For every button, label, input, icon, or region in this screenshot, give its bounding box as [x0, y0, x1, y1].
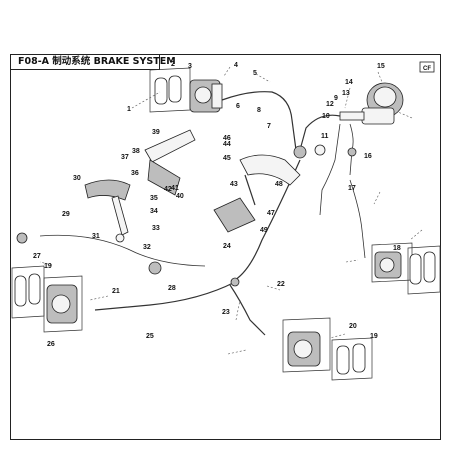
parking-pedal — [84, 179, 131, 236]
front-right-caliper — [371, 242, 413, 283]
leader-lines — [39, 66, 423, 355]
callout-14: 14 — [345, 79, 353, 86]
callout-41: 41 — [171, 185, 179, 192]
callout-17: 17 — [348, 185, 356, 192]
callout-20: 20 — [349, 323, 357, 330]
callout-2: 2 — [171, 61, 175, 68]
rear-right-pad-set — [331, 337, 373, 381]
master-cylinder — [339, 82, 404, 125]
diagram-title: F08-A 制动系统 BRAKE SYSTEM — [10, 54, 176, 70]
callout-24: 24 — [223, 243, 231, 250]
callout-4: 4 — [234, 62, 238, 69]
callout-42: 42 — [164, 186, 172, 193]
callout-1: 1 — [127, 106, 131, 113]
callout-36: 36 — [131, 170, 139, 177]
callout-43: 43 — [230, 181, 238, 188]
callout-18: 18 — [393, 245, 401, 252]
callout-9: 9 — [334, 95, 338, 102]
brake-lines — [39, 91, 366, 336]
callout-46: 46 — [223, 135, 231, 142]
callout-6: 6 — [236, 103, 240, 110]
diagram-frame — [10, 54, 441, 440]
foot-brake-pedal — [213, 154, 301, 233]
callout-22: 22 — [277, 281, 285, 288]
callout-26: 26 — [47, 341, 55, 348]
callout-25: 25 — [146, 333, 154, 340]
brake-fittings — [16, 144, 357, 287]
rear-left-pad-set — [11, 265, 45, 319]
rear-left-caliper — [43, 275, 83, 333]
rear-right-caliper — [282, 317, 331, 373]
callout-27: 27 — [33, 253, 41, 260]
callout-15: 15 — [377, 63, 385, 70]
callout-33: 33 — [152, 225, 160, 232]
callout-21: 21 — [112, 288, 120, 295]
callout-45: 45 — [223, 155, 231, 162]
callout-37: 37 — [121, 154, 129, 161]
callout-23: 23 — [222, 309, 230, 316]
callout-34: 34 — [150, 208, 158, 215]
callout-16: 16 — [364, 153, 372, 160]
hand-brake-lever — [144, 129, 196, 196]
callout-7: 7 — [267, 123, 271, 130]
brand-logo-text: CF — [423, 66, 431, 72]
callout-19-right: 19 — [370, 333, 378, 340]
callout-labels: 1 2 3 4 5 6 7 8 9 10 11 12 13 14 15 16 1… — [33, 61, 401, 348]
callout-35: 35 — [150, 195, 158, 202]
callout-40: 40 — [176, 193, 184, 200]
front-left-caliper — [189, 79, 223, 113]
callout-38: 38 — [132, 148, 140, 155]
callout-11: 11 — [321, 133, 329, 140]
front-left-pad-set — [149, 67, 191, 113]
callout-32: 32 — [143, 244, 151, 251]
callout-5: 5 — [253, 70, 257, 77]
callout-28: 28 — [168, 285, 176, 292]
callout-13: 13 — [342, 90, 350, 97]
callout-31: 31 — [92, 233, 100, 240]
callout-8: 8 — [257, 107, 261, 114]
callout-47: 47 — [267, 210, 275, 217]
callout-39: 39 — [152, 129, 160, 136]
front-right-pad-set — [407, 245, 441, 295]
callout-44: 44 — [223, 141, 231, 148]
callout-49: 49 — [260, 227, 268, 234]
callout-29: 29 — [62, 211, 70, 218]
callout-30: 30 — [73, 175, 81, 182]
callout-3: 3 — [188, 63, 192, 70]
callout-10: 10 — [322, 113, 330, 120]
brand-logo: CF — [419, 61, 435, 73]
callout-12: 12 — [326, 101, 334, 108]
callout-48: 48 — [275, 181, 283, 188]
callout-19-left: 19 — [44, 263, 52, 270]
